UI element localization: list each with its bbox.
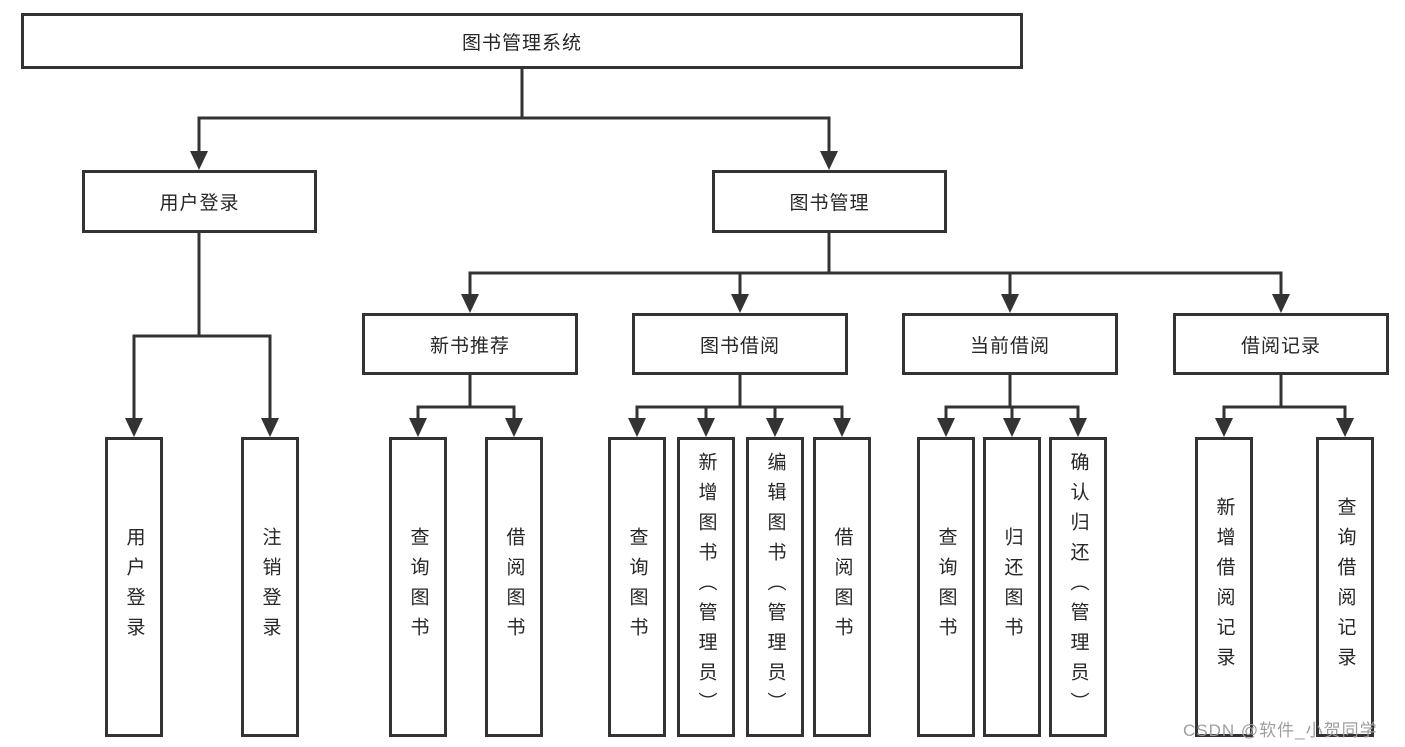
leaf-query-books-current: 查询图书	[917, 437, 975, 737]
arrowhead	[628, 418, 646, 437]
connector-new-book-children	[416, 375, 516, 421]
leaf-edit-books-admin: 编辑图书（管理员）	[746, 437, 804, 737]
leaf-add-borrow-record: 新增借阅记录	[1195, 437, 1253, 737]
leaf-query-borrow-record: 查询借阅记录	[1316, 437, 1374, 737]
arrowhead	[461, 294, 479, 313]
arrowhead	[1069, 418, 1087, 437]
leaf-confirm-return-admin: 确认归还（管理员）	[1049, 437, 1107, 737]
connector-root-to-level2	[197, 69, 831, 154]
connector-current-borrowing-children	[944, 375, 1080, 421]
connector-borrowing-records-children	[1222, 375, 1347, 421]
leaf-logout: 注销登录	[241, 437, 299, 737]
arrowhead	[937, 418, 955, 437]
arrowhead	[1001, 294, 1019, 313]
csdn-watermark: CSDN @软件_小贺同学	[1183, 721, 1378, 740]
arrowhead	[1003, 418, 1021, 437]
node-book-borrowing: 图书借阅	[632, 313, 848, 375]
connector-user-login-children	[132, 233, 272, 421]
connector-book-borrowing-children	[635, 375, 844, 421]
arrowhead	[1272, 294, 1290, 313]
arrowhead	[190, 151, 208, 170]
arrowhead	[731, 294, 749, 313]
arrowhead	[820, 151, 838, 170]
connector-book-management-children	[468, 233, 1283, 297]
node-user-login: 用户登录	[82, 170, 317, 233]
arrowhead	[125, 418, 143, 437]
arrowhead	[1215, 418, 1233, 437]
node-new-book-recommendation: 新书推荐	[362, 313, 578, 375]
arrowhead	[766, 418, 784, 437]
arrowhead	[505, 418, 523, 437]
leaf-borrow-books-borrowing: 借阅图书	[813, 437, 871, 737]
leaf-borrow-books-newbook: 借阅图书	[485, 437, 543, 737]
node-root: 图书管理系统	[21, 13, 1023, 69]
arrowhead	[833, 418, 851, 437]
node-borrowing-records: 借阅记录	[1173, 313, 1389, 375]
leaf-user-login: 用户登录	[105, 437, 163, 737]
node-book-management: 图书管理	[712, 170, 947, 233]
leaf-return-books: 归还图书	[983, 437, 1041, 737]
arrowhead	[1336, 418, 1354, 437]
leaf-query-books-newbook: 查询图书	[389, 437, 447, 737]
leaf-query-books-borrowing: 查询图书	[608, 437, 666, 737]
arrowhead	[261, 418, 279, 437]
leaf-add-books-admin: 新增图书（管理员）	[677, 437, 735, 737]
arrowhead	[697, 418, 715, 437]
node-current-borrowing: 当前借阅	[902, 313, 1118, 375]
arrowhead	[409, 418, 427, 437]
